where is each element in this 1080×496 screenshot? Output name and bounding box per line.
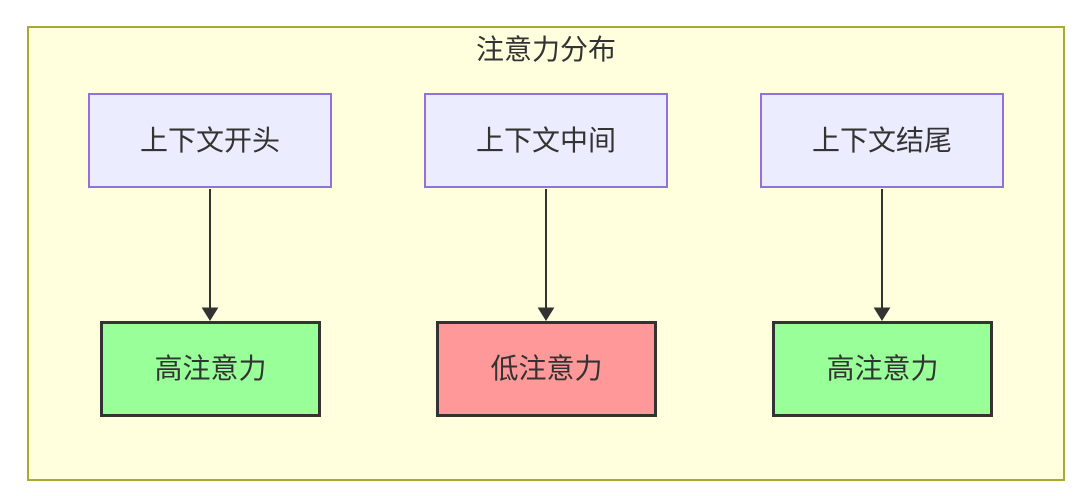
node-context-start: 上下文开头 xyxy=(88,93,332,188)
node-high-attention-end-label: 高注意力 xyxy=(826,353,939,384)
node-context-end: 上下文结尾 xyxy=(760,93,1004,188)
node-context-start-label: 上下文开头 xyxy=(139,124,280,156)
node-context-middle: 上下文中间 xyxy=(424,93,668,188)
node-high-attention-start: 高注意力 xyxy=(100,321,321,417)
cluster-title: 注意力分布 xyxy=(475,34,616,65)
node-high-attention-end: 高注意力 xyxy=(772,321,993,417)
node-context-end-label: 上下文结尾 xyxy=(811,124,952,156)
node-low-attention-middle-label: 低注意力 xyxy=(490,353,603,384)
node-context-middle-label: 上下文中间 xyxy=(475,124,616,156)
node-low-attention-middle: 低注意力 xyxy=(436,321,657,417)
node-high-attention-start-label: 高注意力 xyxy=(154,353,267,384)
